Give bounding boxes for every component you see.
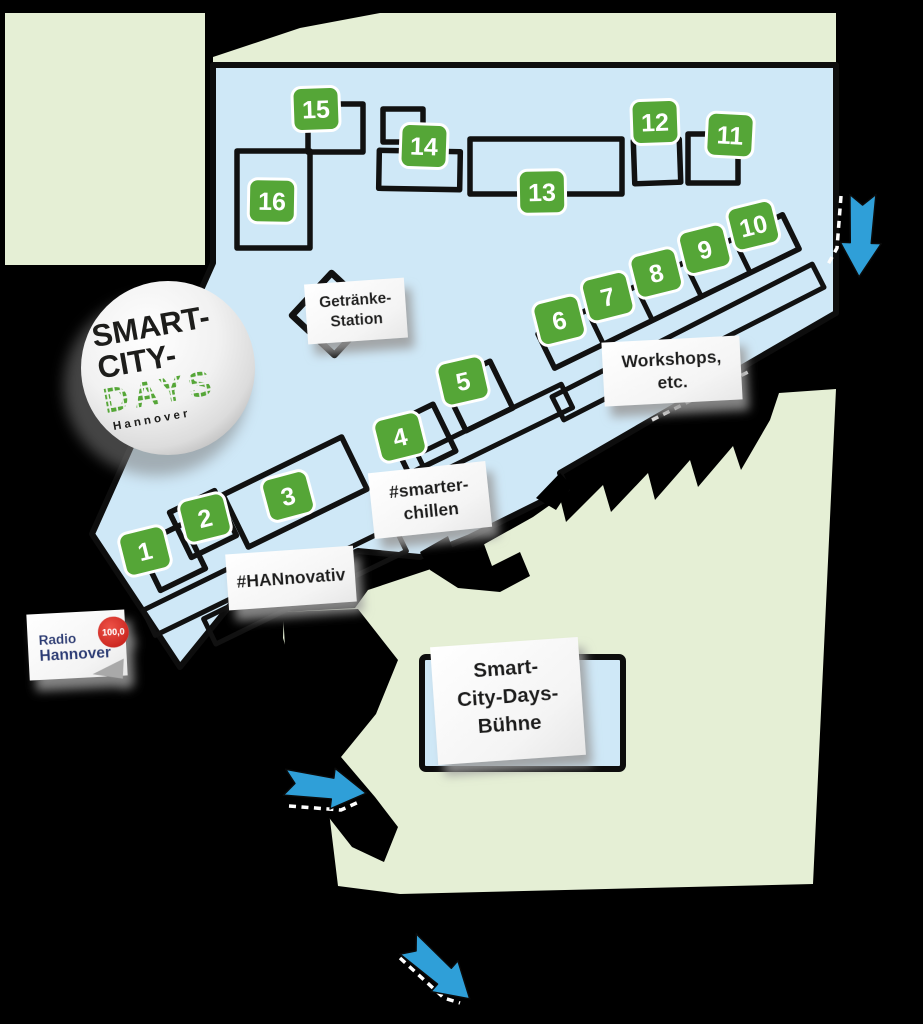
booth-outline: [220, 434, 370, 550]
green-area-top-left: [5, 13, 205, 265]
dashed-path-right: [824, 195, 843, 269]
radio-frequency-badge: [97, 616, 129, 648]
svg-text:14: 14: [410, 133, 439, 162]
booth-marker-12: 12: [629, 98, 681, 146]
booth-outline: [234, 148, 313, 251]
stall-row-6-10: 6 7 8 9 10: [531, 199, 802, 371]
booth-marker-8: 8: [628, 246, 684, 300]
svg-text:13: 13: [528, 179, 556, 207]
pin-face: [81, 281, 255, 455]
smart-city-days-pin: SMART- CITY- DAYS Hannover: [64, 281, 255, 476]
label-stage: Smart- City-Days- Bühne: [430, 636, 586, 766]
booth-marker-10: 10: [725, 199, 782, 253]
booth-marker-3: 3: [260, 469, 316, 523]
svg-text:10: 10: [737, 210, 771, 244]
svg-text:100,0: 100,0: [102, 626, 125, 637]
svg-text:16: 16: [258, 188, 286, 216]
label-getraenke-station: Getränke- Station: [304, 277, 408, 345]
svg-text:5: 5: [453, 367, 473, 397]
svg-text:8: 8: [646, 259, 666, 290]
booth-marker-14: 14: [398, 122, 450, 170]
booth-row-outline: [414, 381, 576, 481]
svg-text:Hannover: Hannover: [39, 644, 111, 665]
svg-text:Radio: Radio: [38, 631, 76, 648]
booth-marker-11: 11: [704, 110, 756, 160]
svg-text:11: 11: [716, 121, 744, 150]
label-workshops: Workshops, etc.: [601, 335, 743, 407]
booth-marker-9: 9: [677, 222, 733, 276]
card-fold: [92, 658, 124, 679]
svg-text:7: 7: [598, 282, 618, 313]
svg-text:9: 9: [695, 235, 715, 266]
radio-hannover-logo: Radio Hannover 100,0: [26, 609, 129, 681]
booth-marker-2: 2: [177, 491, 233, 545]
svg-text:Station: Station: [330, 310, 384, 331]
svg-text:4: 4: [390, 423, 410, 454]
booth-marker-13: 13: [516, 168, 568, 216]
svg-text:Smart-: Smart-: [473, 655, 539, 682]
svg-text:etc.: etc.: [657, 371, 688, 393]
svg-text:2: 2: [195, 504, 215, 535]
booth-marker-1: 1: [117, 524, 173, 578]
booth-marker-15: 15: [290, 85, 342, 133]
label-smarter-chillen: #smarter- chillen: [367, 461, 493, 539]
map-cutout-silhouette: [283, 609, 398, 862]
edge-jag-left: [420, 536, 530, 592]
booth-marker-5: 5: [435, 354, 491, 408]
svg-text:1: 1: [135, 537, 155, 568]
booth-marker-16: 16: [246, 177, 298, 225]
label-hannovativ: #HANnovativ: [225, 545, 357, 611]
svg-text:Getränke-: Getränke-: [319, 290, 392, 312]
svg-text:6: 6: [549, 306, 569, 337]
svg-text:15: 15: [302, 96, 331, 125]
svg-text:12: 12: [641, 109, 670, 138]
green-strip-top: [213, 13, 836, 66]
svg-text:Bühne: Bühne: [477, 711, 542, 738]
dashed-path-entrance: [288, 799, 362, 812]
edge-jag-right: [536, 473, 572, 510]
booth-marker-4: 4: [372, 410, 428, 464]
booth-marker-7: 7: [579, 270, 636, 324]
booth-marker-6: 6: [531, 293, 587, 347]
